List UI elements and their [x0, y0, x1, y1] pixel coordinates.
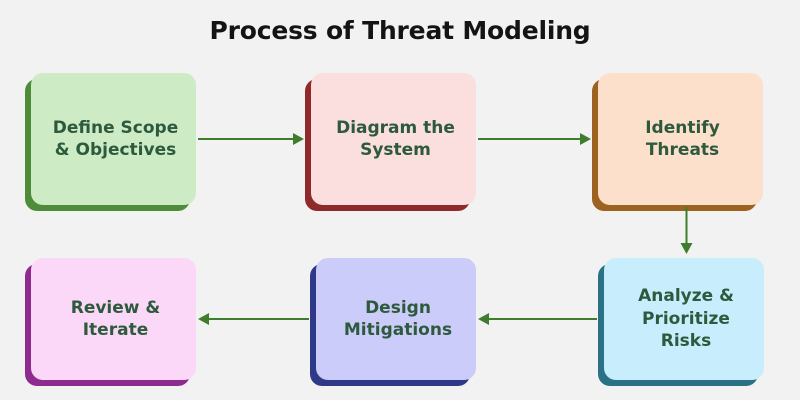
- node-design-mitigations[interactable]: Design Mitigations: [316, 258, 476, 380]
- node-diagram-system[interactable]: Diagram the System: [311, 73, 476, 205]
- connector-mitigations-to-review: [198, 313, 309, 325]
- node-identify-threats[interactable]: Identify Threats: [598, 73, 763, 205]
- connector-threats-to-analyze: [680, 207, 693, 254]
- diagram-title: Process of Threat Modeling: [209, 16, 591, 45]
- node-define-scope[interactable]: Define Scope & Objectives: [31, 73, 196, 205]
- connector-scope-to-diagram: [198, 133, 304, 145]
- connector-analyze-to-mitigations: [478, 313, 597, 325]
- node-review-iterate[interactable]: Review & Iterate: [31, 258, 196, 380]
- node-analyze-risks[interactable]: Analyze & Prioritize Risks: [604, 258, 764, 380]
- connector-diagram-to-threats: [478, 133, 591, 145]
